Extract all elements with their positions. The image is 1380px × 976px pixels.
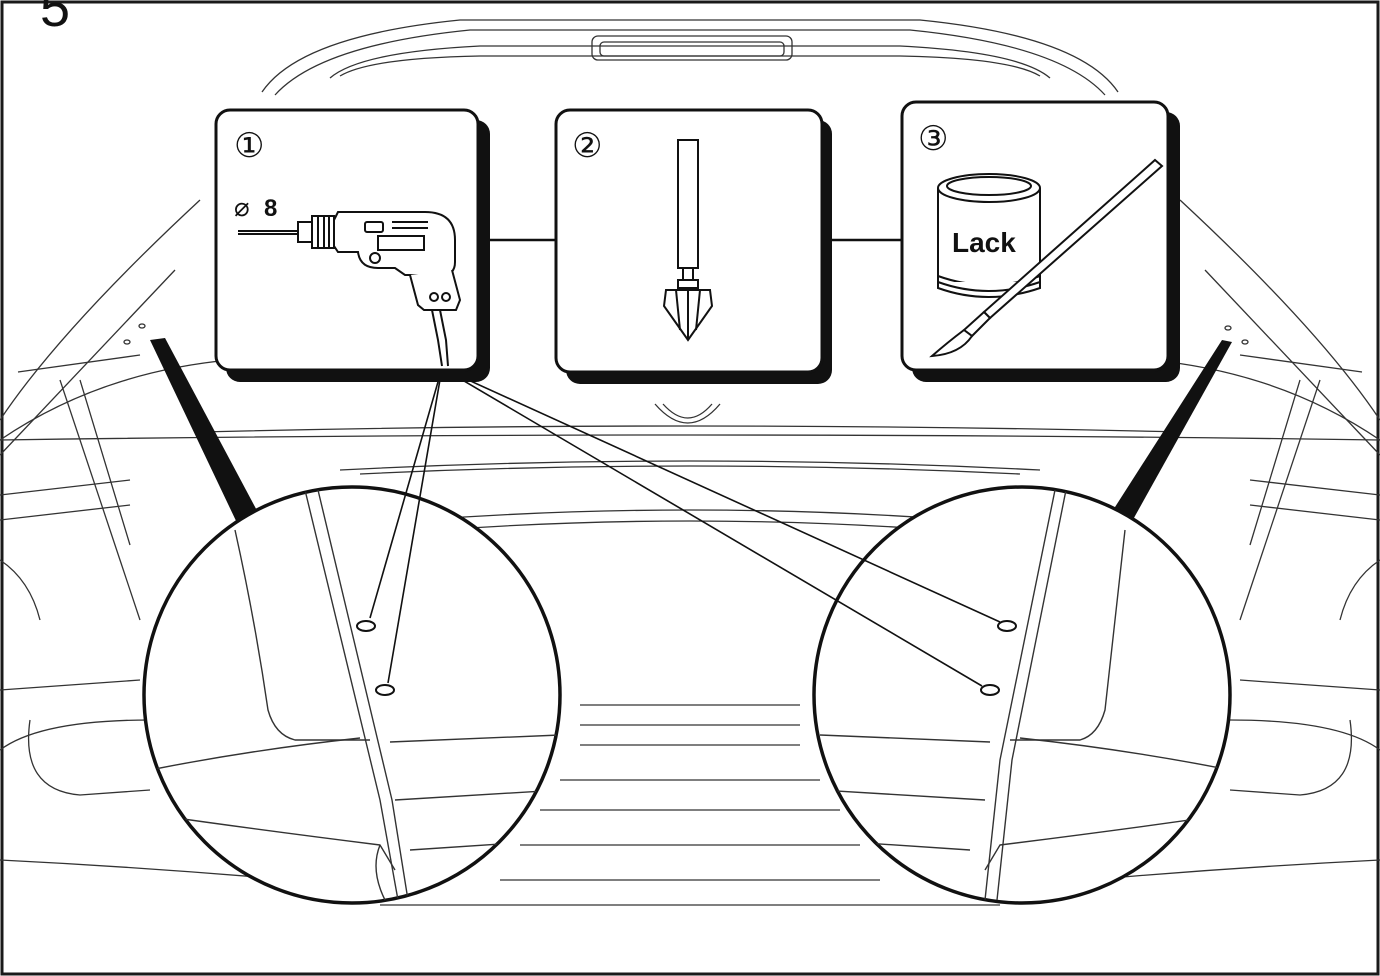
drill-hole-4 (980, 684, 1000, 696)
paint-label: Lack (952, 227, 1016, 258)
step-number: 5 (40, 0, 70, 38)
drill-hole-1 (356, 620, 376, 632)
paint-brush-icon (929, 158, 1164, 358)
drill-hole-2 (375, 684, 395, 696)
drill-diameter-value: 8 (264, 195, 277, 222)
drill-hole-3 (997, 620, 1017, 632)
panel-step-2: ② (554, 108, 832, 384)
left-detail-circle (142, 485, 562, 905)
panel-step-1: ① ⌀ 8 (214, 108, 490, 382)
drill-diameter-symbol: ⌀ (234, 192, 250, 222)
right-magnifier-pointer (1108, 340, 1232, 525)
right-detail-view (812, 485, 1232, 905)
left-magnifier-pointer (150, 338, 262, 525)
panel-1-marker: ① (234, 126, 264, 166)
right-detail-circle (812, 485, 1232, 905)
drill-leader-lines (369, 367, 1001, 687)
panel-step-3: ③ Lack (900, 100, 1180, 382)
left-detail-view (142, 485, 562, 905)
panel-3-marker: ③ (918, 119, 948, 159)
car-rear-lineart (0, 19, 1380, 906)
drill-icon (238, 211, 462, 367)
panel-2-marker: ② (572, 126, 602, 166)
countersink-icon (662, 139, 714, 342)
